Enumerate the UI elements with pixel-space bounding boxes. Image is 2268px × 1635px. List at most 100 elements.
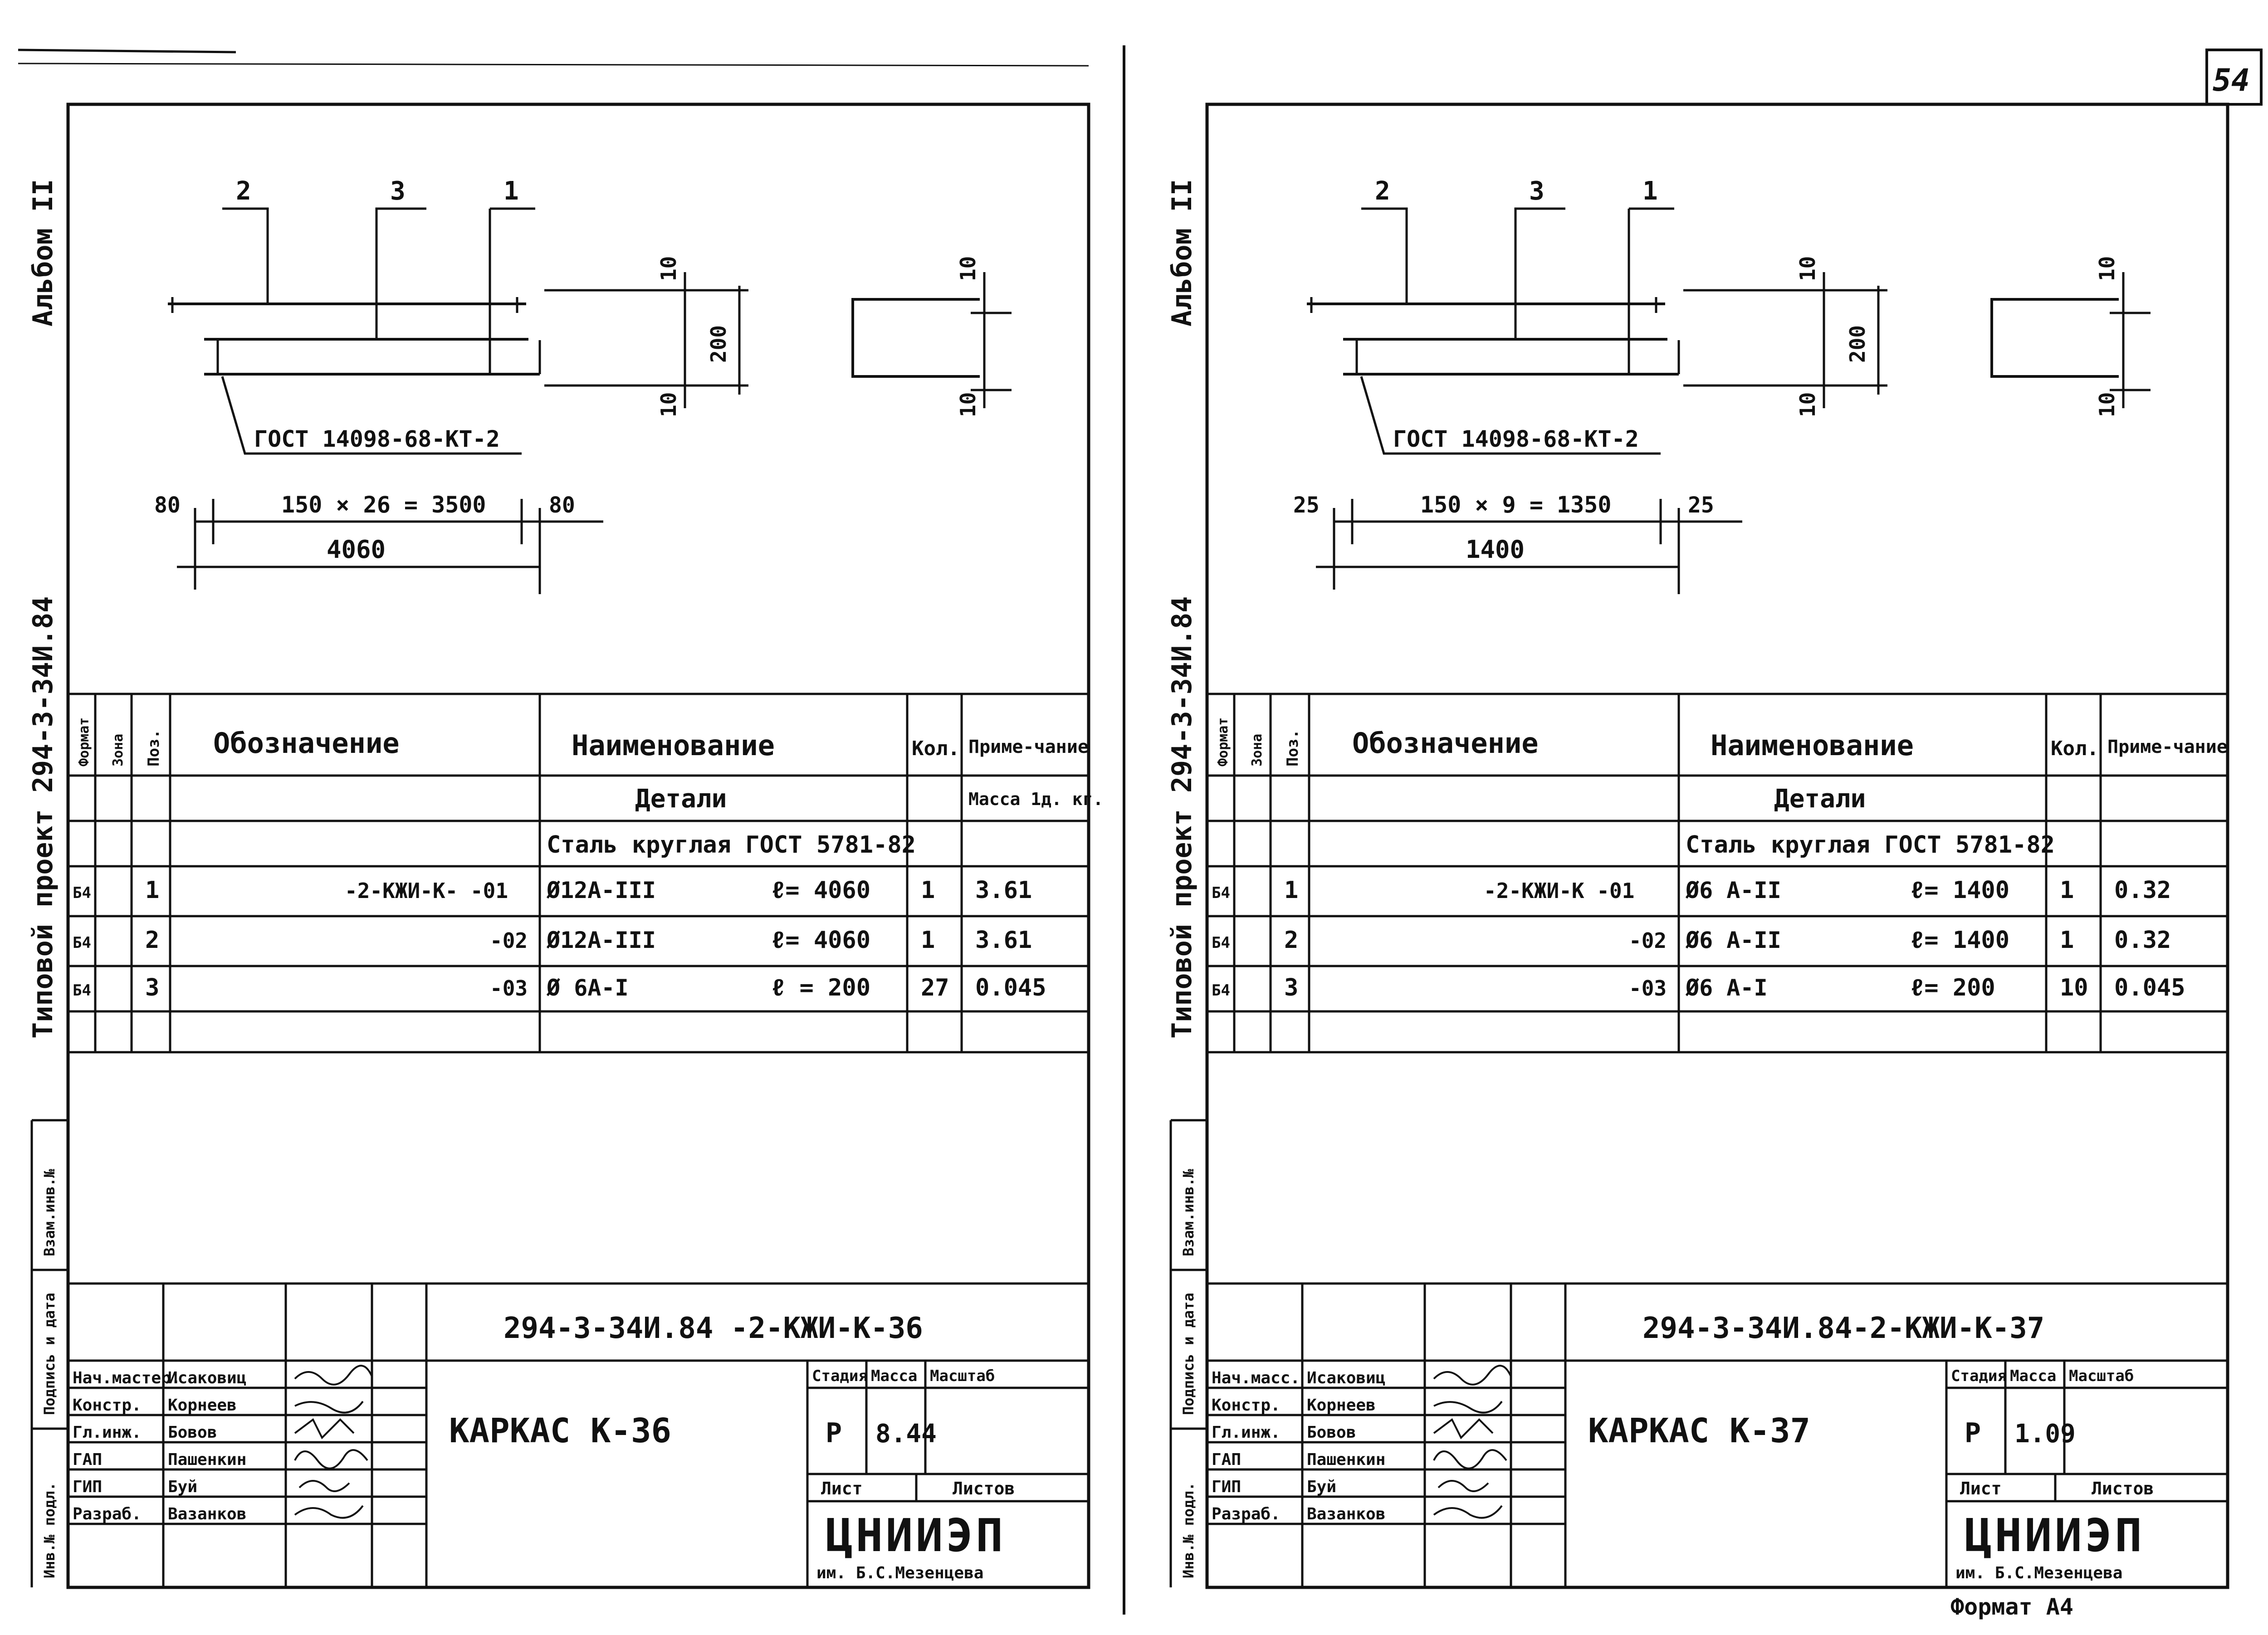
title-block-grid — [1207, 1282, 2228, 1587]
roles: Нач.мастер.ИсаковицКонстр.КорнеевГл.инж.… — [73, 1369, 246, 1523]
role-name: Корнеев — [1307, 1396, 1376, 1415]
row-length: ℓ= 4060 — [771, 927, 870, 954]
row-format: Б4 — [1212, 981, 1230, 1000]
col-name: Наименование — [572, 729, 775, 762]
row-pos: 2 — [1284, 927, 1298, 954]
stage-value: Р — [826, 1417, 842, 1449]
pos-label-3: 3 — [390, 176, 406, 206]
row-mass: 0.045 — [975, 974, 1046, 1001]
section-dim-bottom: 10 — [2095, 392, 2119, 417]
side-stamp-grid — [1169, 1119, 1207, 1587]
roles: Нач.масс.ИсаковицКонстр.КорнеевГл.инж.Бо… — [1212, 1369, 1385, 1523]
sheets-header: Листов — [953, 1479, 1015, 1498]
sheet-frame — [1205, 102, 2229, 1589]
section-dim-top: 10 — [2095, 256, 2119, 281]
mass-header: Масса — [2010, 1367, 2056, 1385]
sheet-drawing: Альбом II Типовой проект 294-3-34И.84 — [27, 102, 1103, 1589]
role-title: Гл.инж. — [73, 1423, 142, 1442]
project-label: Типовой проект 294-3-34И.84 — [27, 596, 59, 1039]
title-block-title: КАРКАС К-37 — [1588, 1411, 1810, 1450]
material-label: Сталь круглая ГОСТ 5781-82 — [547, 831, 916, 859]
row-mass: 0.32 — [2114, 927, 2171, 954]
row-designation: -2-КЖИ-К- -01 — [345, 879, 508, 903]
leader-pos-2 — [222, 207, 269, 303]
drawing — [1307, 207, 2151, 594]
row-qty: 1 — [921, 877, 935, 904]
title-block-code: 294-3-34И.84 -2-КЖИ-К-36 — [503, 1312, 923, 1345]
stage-value: Р — [1965, 1417, 1981, 1449]
dim-left: 80 — [154, 493, 181, 518]
col-zone: Зона — [110, 734, 126, 766]
dim-right: 25 — [1688, 493, 1714, 518]
row-designation: -03 — [1629, 976, 1667, 1001]
role-title: Разраб. — [73, 1505, 142, 1523]
leader-pos-3 — [375, 207, 426, 339]
role-name: Исаковиц — [168, 1369, 246, 1387]
row-name: Ø12А-III — [546, 927, 656, 953]
row-designation: -02 — [490, 928, 528, 953]
role-name: Пашенкин — [168, 1450, 246, 1469]
row-pos: 1 — [1284, 877, 1298, 904]
row-format: Б4 — [73, 884, 91, 902]
gost-note: ГОСТ 14098-68-КТ-2 — [1393, 426, 1639, 452]
dim-bottom: 10 — [656, 392, 681, 417]
role-title: ГИП — [1212, 1478, 1241, 1496]
dim-top: 10 — [656, 256, 681, 281]
role-title: ГИП — [73, 1478, 102, 1496]
section-stirrup — [851, 298, 980, 378]
leader-pos-1 — [1628, 207, 1674, 374]
title-block-code: 294-3-34И.84-2-КЖИ-К-37 — [1642, 1312, 2044, 1345]
sheets-header: Листов — [2092, 1479, 2154, 1498]
col-format: Формат — [1215, 717, 1231, 766]
col-pos: Поз. — [145, 729, 163, 766]
side-stamp-grid — [30, 1119, 68, 1587]
row-designation: -02 — [1629, 928, 1667, 953]
album-label: Альбом II — [1166, 179, 1198, 327]
drawing — [168, 207, 1012, 594]
role-name: Исаковиц — [1307, 1369, 1385, 1387]
spec-table-grid — [68, 693, 1089, 1054]
side-stamp-inv: Инв.№ подл. — [41, 1482, 58, 1578]
row-name: Ø6 А-II — [1685, 877, 1781, 903]
row-name: Ø6 А-II — [1685, 927, 1781, 953]
mass-value: 1.09 — [2014, 1419, 2076, 1449]
row-pos: 2 — [145, 927, 159, 954]
role-title: Разраб. — [1212, 1505, 1281, 1523]
row-format: Б4 — [73, 934, 91, 952]
row-qty: 1 — [2060, 877, 2074, 904]
dim-bottom: 10 — [1795, 392, 1820, 417]
signatures — [294, 1365, 373, 1519]
org-name: ЦНИИЭП — [826, 1509, 1006, 1562]
row-length: ℓ= 1400 — [1910, 927, 2009, 954]
row-format: Б4 — [73, 981, 91, 1000]
leader-gost — [1360, 376, 1661, 455]
role-name: Вазанков — [168, 1505, 246, 1523]
spec-table-grid — [1207, 693, 2228, 1054]
sheet-header: Лист — [1960, 1479, 2002, 1498]
row-pos: 1 — [145, 877, 159, 904]
mass-note: Масса 1д. кг. — [968, 789, 1103, 809]
row-mass: 3.61 — [975, 927, 1032, 954]
org-subtitle: им. Б.С.Мезенцева — [1955, 1564, 2122, 1582]
album-label: Альбом II — [27, 179, 59, 327]
scale-header: Масштаб — [2069, 1367, 2134, 1385]
role-title: Констр. — [1212, 1396, 1281, 1415]
row-mass: 0.045 — [2114, 974, 2185, 1001]
col-pos: Поз. — [1284, 729, 1302, 766]
material-label: Сталь круглая ГОСТ 5781-82 — [1686, 831, 2055, 859]
leader-pos-3 — [1514, 207, 1565, 339]
mass-value: 8.44 — [875, 1419, 937, 1449]
row-length: ℓ= 1400 — [1910, 877, 2009, 904]
org-name: ЦНИИЭП — [1965, 1509, 2145, 1562]
row-qty: 1 — [921, 927, 935, 954]
row-pos: 3 — [1284, 974, 1298, 1001]
dim-top: 10 — [1795, 256, 1820, 281]
signatures — [1433, 1365, 1512, 1519]
pos-label-3: 3 — [1529, 176, 1545, 206]
dim-height: 200 — [1845, 325, 1870, 363]
section-stirrup — [1990, 298, 2119, 378]
row-qty: 1 — [2060, 927, 2074, 954]
dim-right: 80 — [549, 493, 575, 518]
sheet-k36: Альбом II Типовой проект 294-3-34И.84 — [27, 102, 1103, 1589]
